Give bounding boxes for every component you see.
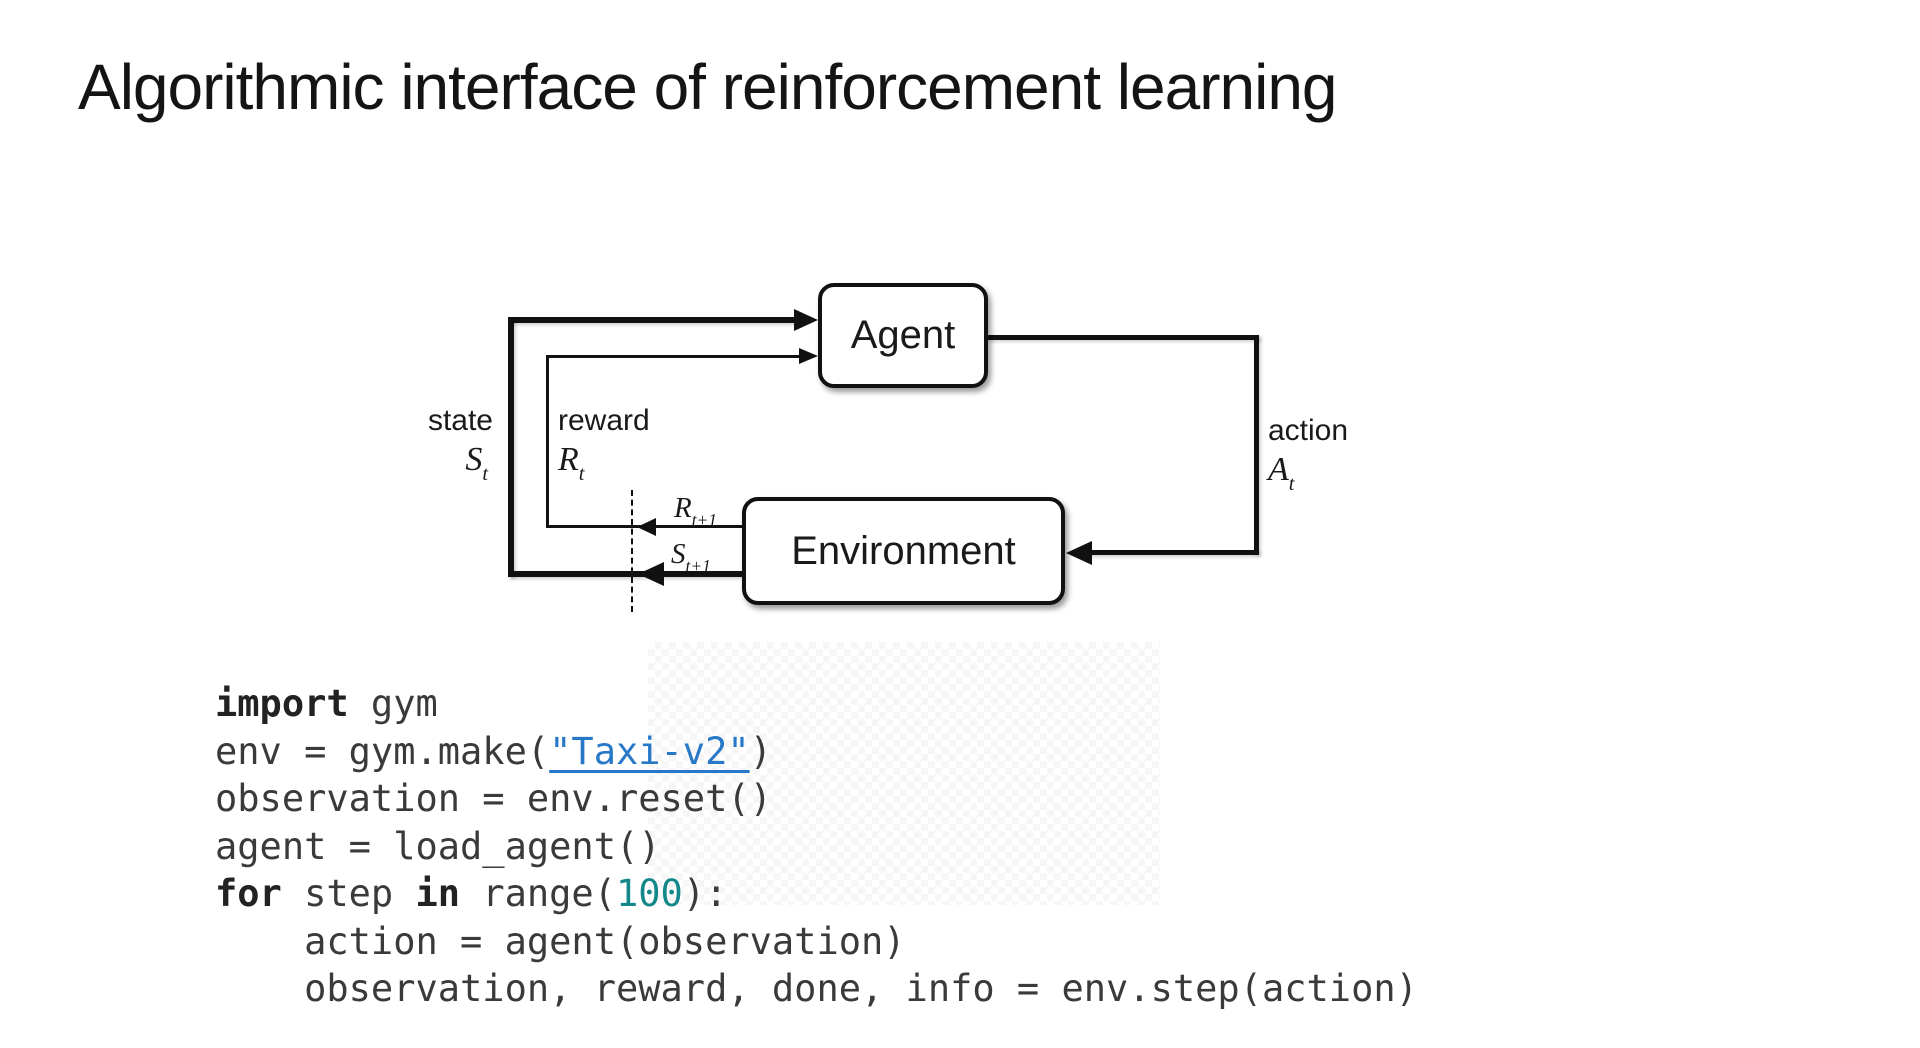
code-token: ) [749,729,772,773]
reward-symbol: Rt [558,441,585,485]
next-state-arrowhead [638,562,664,586]
code-token: for [215,872,282,915]
reward-arrowhead-into-agent [799,348,818,364]
state-line-left [508,317,514,577]
environment-box: Environment [742,497,1065,605]
code-token: import [215,682,349,725]
action-arrowhead-into-environment [1066,541,1092,565]
time-boundary-dashed-line [631,490,633,612]
code-line: import gym [215,680,1418,728]
state-arrowhead-into-agent [794,309,818,331]
action-line-top [987,335,1259,340]
state-line-top [508,317,798,323]
transparency-checkerboard-texture [648,642,1160,905]
code-token: observation = env.reset() [215,777,772,820]
reward-line-left [546,355,549,528]
agent-label: Agent [850,313,956,357]
environment-label: Environment [791,528,1016,573]
action-line-bottom [1086,550,1259,555]
code-token: gym [348,682,438,725]
state-label: state [427,404,493,437]
reward-label: reward [558,404,650,437]
reward-line-top [546,355,802,358]
code-token: action = agent(observation) [215,919,906,963]
code-line: env = gym.make("Taxi-v2") [215,728,1418,776]
code-token: range( [460,872,616,915]
code-line: observation, reward, done, info = env.st… [215,965,1418,1013]
state-symbol: St [465,441,488,485]
next-reward-arrowhead [637,518,656,536]
code-line: agent = load_agent() [215,823,1418,871]
code-token: agent = load_agent() [215,824,661,868]
action-label: action [1268,414,1349,447]
slide-title: Algorithmic interface of reinforcement l… [78,51,1338,123]
code-token: env = gym.make( [215,729,550,773]
action-line-right [1254,335,1259,554]
next-state-symbol: St+1 [671,538,711,576]
code-token: step [281,872,416,915]
code-line: for step in range(100): [215,870,1418,918]
taxi-v2-link[interactable]: "Taxi-v2" [549,729,750,773]
code-token: in [415,872,461,915]
agent-box: Agent [818,283,988,388]
code-line: observation = env.reset() [215,775,1418,823]
code-token: 100 [615,872,683,915]
next-state-line-bottom [508,571,742,577]
code-token: observation, reward, done, info = env.st… [215,967,1418,1010]
code-token: ): [682,872,728,915]
action-symbol: At [1268,451,1295,495]
code-line: action = agent(observation) [215,918,1418,966]
next-reward-symbol: Rt+1 [674,492,717,530]
